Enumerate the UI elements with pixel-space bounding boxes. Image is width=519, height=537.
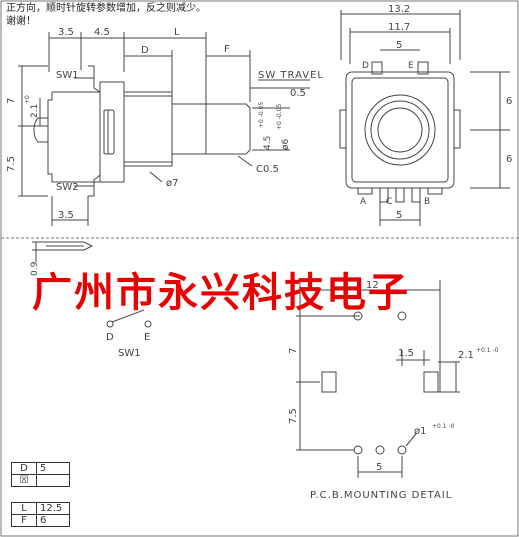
switch-d-label: D: [106, 332, 114, 343]
dim-0-9: 0.9: [30, 261, 40, 276]
pin-b-label: B: [424, 197, 430, 207]
spec-key: F: [11, 514, 37, 527]
dim-phi7: ø7: [166, 178, 178, 189]
pin-detail: [32, 241, 94, 262]
dim-f: F: [224, 44, 230, 55]
direction-note: 正方向，顺时针旋转参数增加，反之则减少。 谢谢！: [6, 2, 206, 28]
dim-d: D: [141, 45, 149, 56]
spec-row: ☒: [11, 474, 70, 487]
dim-4-5: 4.5: [263, 136, 273, 150]
spec-row: L 12.5: [11, 502, 70, 515]
dim-2-1: 2.1: [30, 104, 40, 118]
front-view-labels: 13.2 11.7 5 D E 6 6 A C B 5: [360, 4, 512, 221]
spec-key: L: [11, 502, 37, 515]
dim-4-5: 4.5: [94, 27, 110, 38]
dim-phi6: ø6: [281, 138, 291, 150]
dim-4-5-tol: +0 -0.05: [258, 102, 265, 128]
pcb-dim-5: 5: [376, 462, 382, 473]
spec-value: 6: [36, 514, 70, 527]
switch-caption: SW1: [118, 348, 141, 359]
spec-key: D: [11, 462, 37, 475]
pin-e-label: E: [408, 61, 414, 71]
front-view: [339, 10, 510, 226]
pcb-dim-hole: ø1: [414, 426, 426, 437]
pcb-dim-2-1: 2.1: [458, 350, 474, 361]
note-line-2: 谢谢！: [6, 16, 36, 27]
dim-bottom-3-5: 3.5: [58, 210, 74, 221]
pin-d-label: D: [362, 61, 369, 71]
dim-7: 7: [6, 98, 17, 104]
pcb-dim-hole-tol: +0.1 -0: [432, 423, 455, 430]
dim-11-7: 11.7: [388, 22, 410, 33]
dim-2-1-tol: +0: [24, 95, 31, 104]
dim-7-5: 7.5: [6, 156, 17, 172]
spec-table-d: D 5 ☒: [11, 462, 70, 487]
spec-value: [36, 474, 70, 487]
dim-13-2: 13.2: [388, 4, 410, 15]
dim-phi6-tol: +0 -0.05: [276, 104, 283, 130]
spec-key: ☒: [11, 474, 37, 487]
spec-table-lf: L 12.5 F 6: [11, 502, 70, 527]
switch-symbol: [106, 309, 152, 328]
pcb-caption: P.C.B.MOUNTING DETAIL: [310, 490, 452, 501]
pcb-dim-12: 12: [366, 280, 379, 291]
pcb-dim-7-5: 7.5: [288, 408, 299, 424]
dim-6-lower: 6: [506, 154, 512, 165]
pcb-dim-1-5: 1.5: [398, 348, 414, 359]
note-line-1: 正方向，顺时针旋转参数增加，反之则减少。: [6, 3, 206, 14]
spec-value: 12.5: [36, 502, 70, 515]
spec-row: F 6: [11, 514, 70, 527]
dim-5-top: 5: [396, 40, 402, 51]
pin-a-label: A: [360, 197, 367, 207]
pcb-dim-7: 7: [288, 348, 299, 354]
dim-l: L: [174, 27, 180, 38]
switch-e-label: E: [144, 332, 150, 343]
dim-c05: C0.5: [256, 164, 279, 175]
company-watermark: 广州市永兴科技电子: [32, 269, 410, 316]
sw-travel-label: SW TRAVEL: [258, 70, 324, 81]
side-view: [18, 32, 310, 226]
sw1-label: SW1: [56, 70, 79, 81]
pcb-mounting-detail: [296, 280, 460, 478]
pin-c-label: C: [386, 197, 392, 207]
dim-6-upper: 6: [506, 96, 512, 107]
dim-5-bottom: 5: [396, 210, 402, 221]
pcb-labels: 12 7 1.5 2.1 +0.1 -0 7.5 ø1 +0.1 -0 5 P.…: [288, 280, 499, 501]
spec-value: 5: [36, 462, 70, 475]
dim-3-5: 3.5: [58, 27, 74, 38]
sw2-label: SW2: [56, 182, 79, 193]
spec-row: D 5: [11, 462, 70, 475]
sw-travel-value: 0.5: [290, 88, 306, 99]
side-view-labels: 3.5 4.5 D L F SW TRAVEL 0.5 SW1 SW2 7 2.…: [6, 27, 324, 221]
pcb-dim-2-1-tol: +0.1 -0: [476, 347, 499, 354]
